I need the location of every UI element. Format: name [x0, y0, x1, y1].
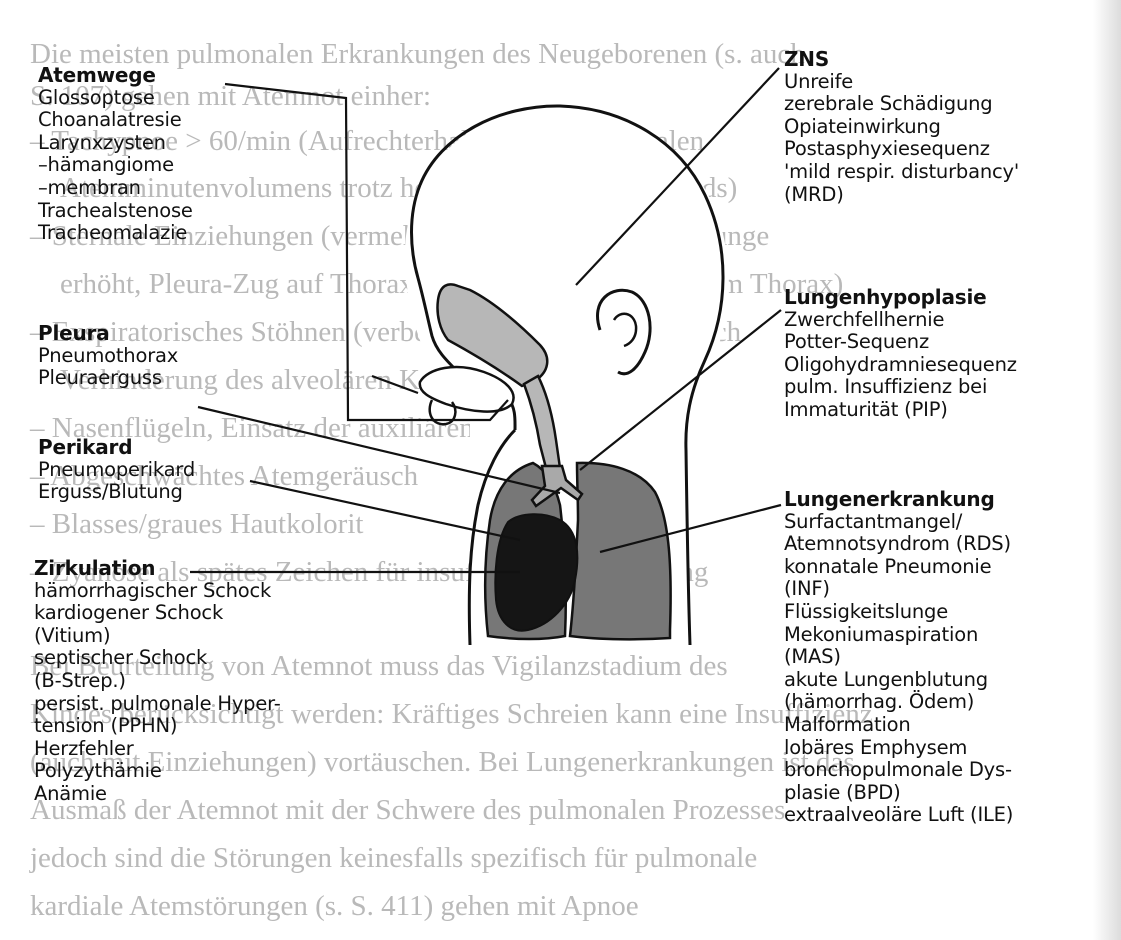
group-atemwege: Atemwege Glossoptose Choanalatresie Lary…: [38, 64, 193, 245]
leader-nasal: [372, 376, 418, 393]
cause-item: Potter-Sequenz: [784, 331, 1017, 354]
heading-lungenerkrankung: Lungenerkrankung: [784, 488, 1013, 511]
cause-item: Postasphyxiesequenz: [784, 138, 1019, 161]
cause-item: Oligohydramniesequenz: [784, 354, 1017, 377]
cause-item: (MAS): [784, 646, 1013, 669]
cause-item: hämorrhagischer Schock: [34, 580, 281, 603]
cause-item: Malformation: [784, 714, 1013, 737]
cause-item: Choanalatresie: [38, 109, 193, 132]
group-zns: ZNS Unreife zerebrale Schädigung Opiatei…: [784, 48, 1019, 206]
cause-item: zerebrale Schädigung: [784, 93, 1019, 116]
scan-page-edge: [1093, 0, 1121, 940]
group-lungenhypoplasie: Lungenhypoplasie Zwerchfellhernie Potter…: [784, 286, 1017, 422]
group-pleura: Pleura Pneumothorax Pleuraerguss: [38, 322, 178, 390]
cause-item: Immaturität (PIP): [784, 399, 1017, 422]
cause-item: Herzfehler: [34, 738, 281, 761]
cause-item: (Vitium): [34, 625, 281, 648]
cause-item: Trachealstenose: [38, 200, 193, 223]
cause-item: Flüssigkeitslunge: [784, 601, 1013, 624]
cause-item: bronchopulmonale Dys-: [784, 759, 1013, 782]
heading-atemwege: Atemwege: [38, 64, 193, 87]
heading-perikard: Perikard: [38, 436, 195, 459]
cause-item: (INF): [784, 578, 1013, 601]
group-zirkulation: Zirkulation hämorrhagischer Schock kardi…: [34, 557, 281, 806]
cause-item: Zwerchfellhernie: [784, 309, 1017, 332]
cause-item: lobäres Emphysem: [784, 737, 1013, 760]
cause-item: persist. pulmonale Hyper-: [34, 693, 281, 716]
cause-item: Tracheomalazie: [38, 222, 193, 245]
cause-item: (hämorrhag. Ödem): [784, 691, 1013, 714]
cause-item: Unreife: [784, 71, 1019, 94]
heading-zns: ZNS: [784, 48, 1019, 71]
heading-pleura: Pleura: [38, 322, 178, 345]
cause-item: Atemnotsyndrom (RDS): [784, 533, 1013, 556]
heading-zirkulation: Zirkulation: [34, 557, 281, 580]
cause-item: akute Lungenblutung: [784, 669, 1013, 692]
cause-item: extraalveoläre Luft (ILE): [784, 804, 1013, 827]
cause-item: Surfactantmangel/: [784, 511, 1013, 534]
cause-item: septischer Schock: [34, 647, 281, 670]
heading-lungenhypoplasie: Lungenhypoplasie: [784, 286, 1017, 309]
cause-item: pulm. Insuffizienz bei: [784, 376, 1017, 399]
group-lungenerkrankung: Lungenerkrankung Surfactantmangel/ Atemn…: [784, 488, 1013, 827]
cause-item: kardiogener Schock: [34, 602, 281, 625]
cause-item: Erguss/Blutung: [38, 481, 195, 504]
cause-item: (B-Strep.): [34, 670, 281, 693]
cause-item: konnatale Pneumonie: [784, 556, 1013, 579]
cause-item: Pneumothorax: [38, 345, 178, 368]
cause-item: plasie (BPD): [784, 782, 1013, 805]
cause-item: Pneumoperikard: [38, 459, 195, 482]
cause-item: Polyzythämie: [34, 760, 281, 783]
cause-item: 'mild respir. disturbancy': [784, 161, 1019, 184]
cause-item: Glossoptose: [38, 87, 193, 110]
cause-item: –hämangiome: [38, 154, 193, 177]
cause-item: Opiateinwirkung: [784, 116, 1019, 139]
cause-item: Mekoniumaspiration: [784, 624, 1013, 647]
cause-item: –membran: [38, 177, 193, 200]
cause-item: Anämie: [34, 783, 281, 806]
cause-item: tension (PPHN): [34, 715, 281, 738]
group-perikard: Perikard Pneumoperikard Erguss/Blutung: [38, 436, 195, 504]
cause-item: (MRD): [784, 184, 1019, 207]
cause-item: Pleuraerguss: [38, 367, 178, 390]
cause-item: Larynxzysten: [38, 132, 193, 155]
